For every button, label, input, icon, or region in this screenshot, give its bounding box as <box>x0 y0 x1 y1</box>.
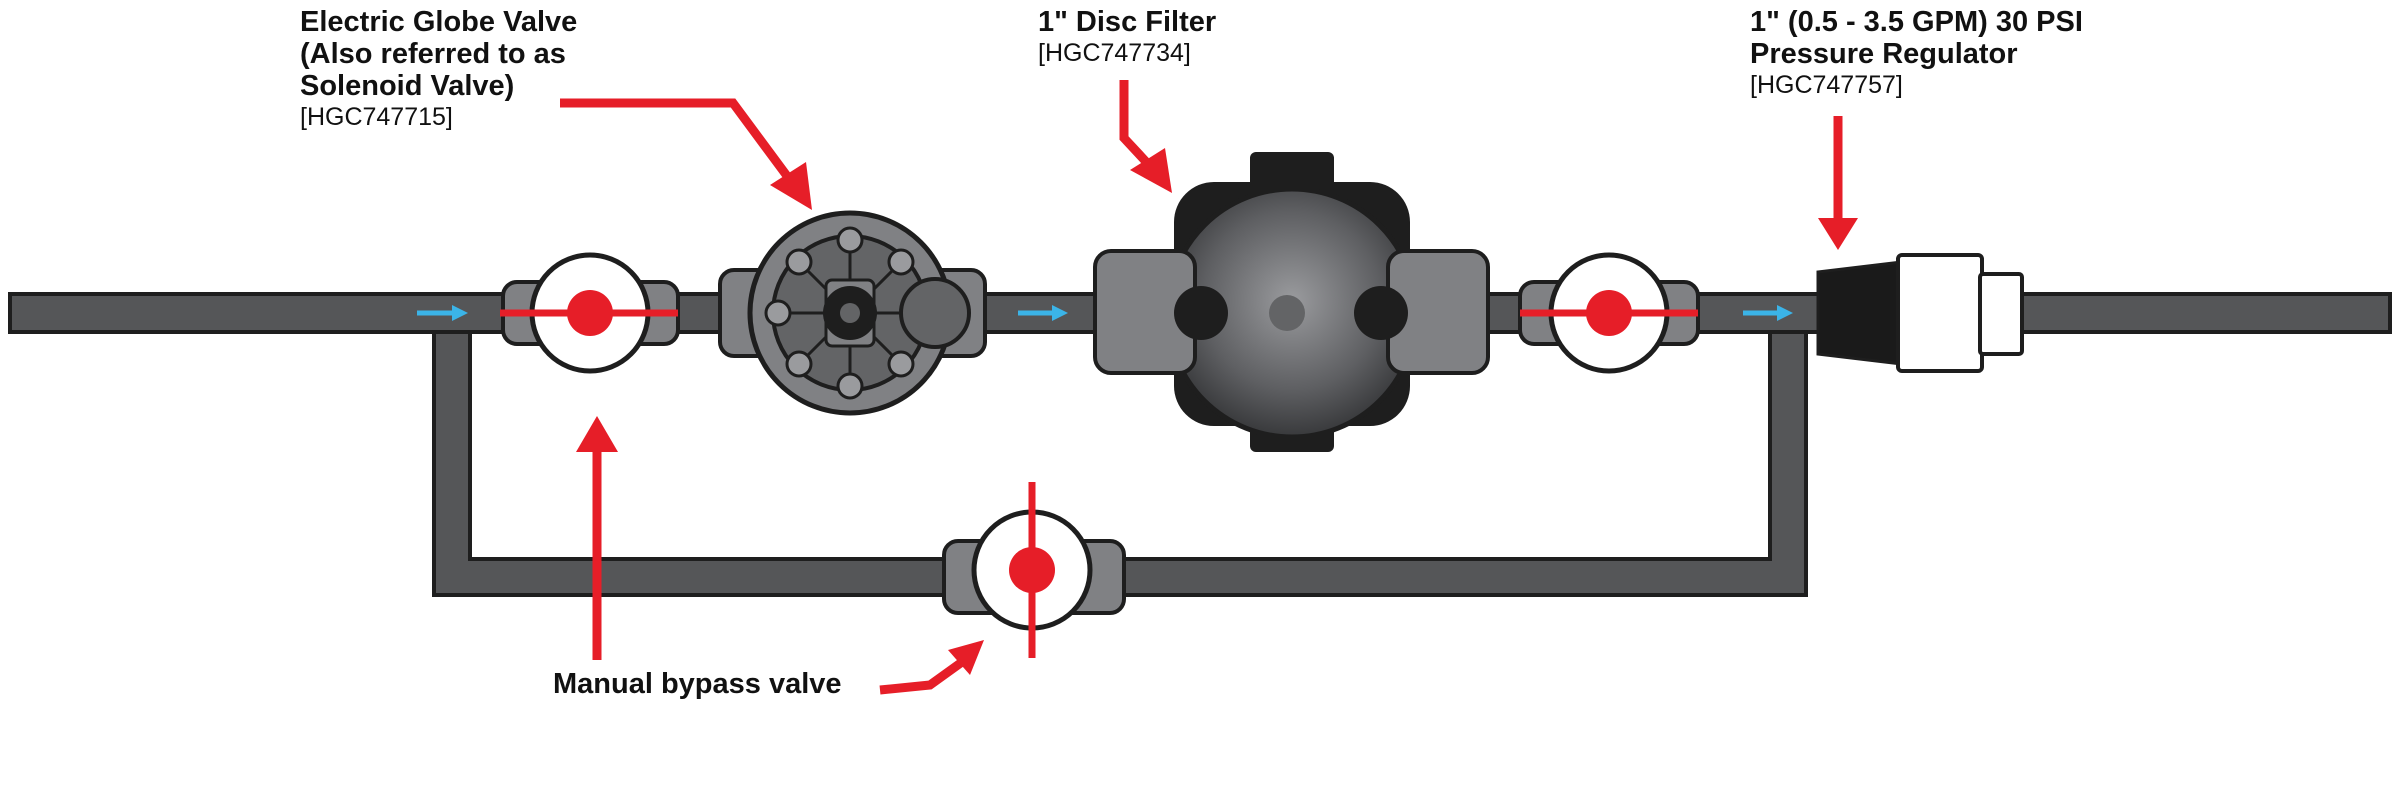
pressure-regulator-title-line: Pressure Regulator <box>1750 38 2018 70</box>
bypass-valve-label: Manual bypass valve <box>553 668 842 700</box>
pressure-regulator-part-number: [HGC747757] <box>1750 71 1903 99</box>
globe-valve-title-line: Solenoid Valve) <box>300 70 515 102</box>
pressure-regulator-label: 1" (0.5 - 3.5 GPM) 30 PSI Pressure Regul… <box>1750 6 2083 100</box>
flow-arrow-icon <box>1018 305 1068 321</box>
red-callout-arrow-icon <box>770 162 812 210</box>
red-callout-arrow-icon <box>560 98 794 183</box>
pressure-regulator <box>1816 253 2024 373</box>
flow-arrow-icon <box>1743 305 1793 321</box>
globe-valve-label: Electric Globe Valve (Also referred to a… <box>300 6 577 132</box>
globe-valve-part-number: [HGC747715] <box>300 103 453 131</box>
globe-valve-title-line: (Also referred to as <box>300 38 566 70</box>
red-callout-arrow-icon <box>1818 218 1858 250</box>
disc-filter-label: 1" Disc Filter [HGC747734] <box>1038 6 1216 68</box>
disc-filter-title-line: 1" Disc Filter <box>1038 6 1217 38</box>
red-callout-arrow-icon <box>879 658 965 695</box>
flow-arrow-icon <box>417 305 468 321</box>
outlet-ball-valve <box>1518 252 1700 374</box>
red-callout-arrow-icon <box>948 640 984 675</box>
bypass-valve-title-line: Manual bypass valve <box>553 668 842 700</box>
disc-filter-part-number: [HGC747734] <box>1038 39 1191 67</box>
manual-bypass-valve <box>942 482 1126 658</box>
red-callout-arrow-icon <box>1119 80 1154 170</box>
electric-globe-valve <box>718 210 987 416</box>
pressure-regulator-title-line: 1" (0.5 - 3.5 GPM) 30 PSI <box>1750 6 2083 38</box>
inlet-ball-valve <box>500 252 680 374</box>
disc-filter <box>1093 152 1490 452</box>
globe-valve-title-line: Electric Globe Valve <box>300 6 578 38</box>
red-callout-arrow-icon <box>576 416 618 452</box>
red-callout-arrow-icon <box>1130 148 1172 193</box>
